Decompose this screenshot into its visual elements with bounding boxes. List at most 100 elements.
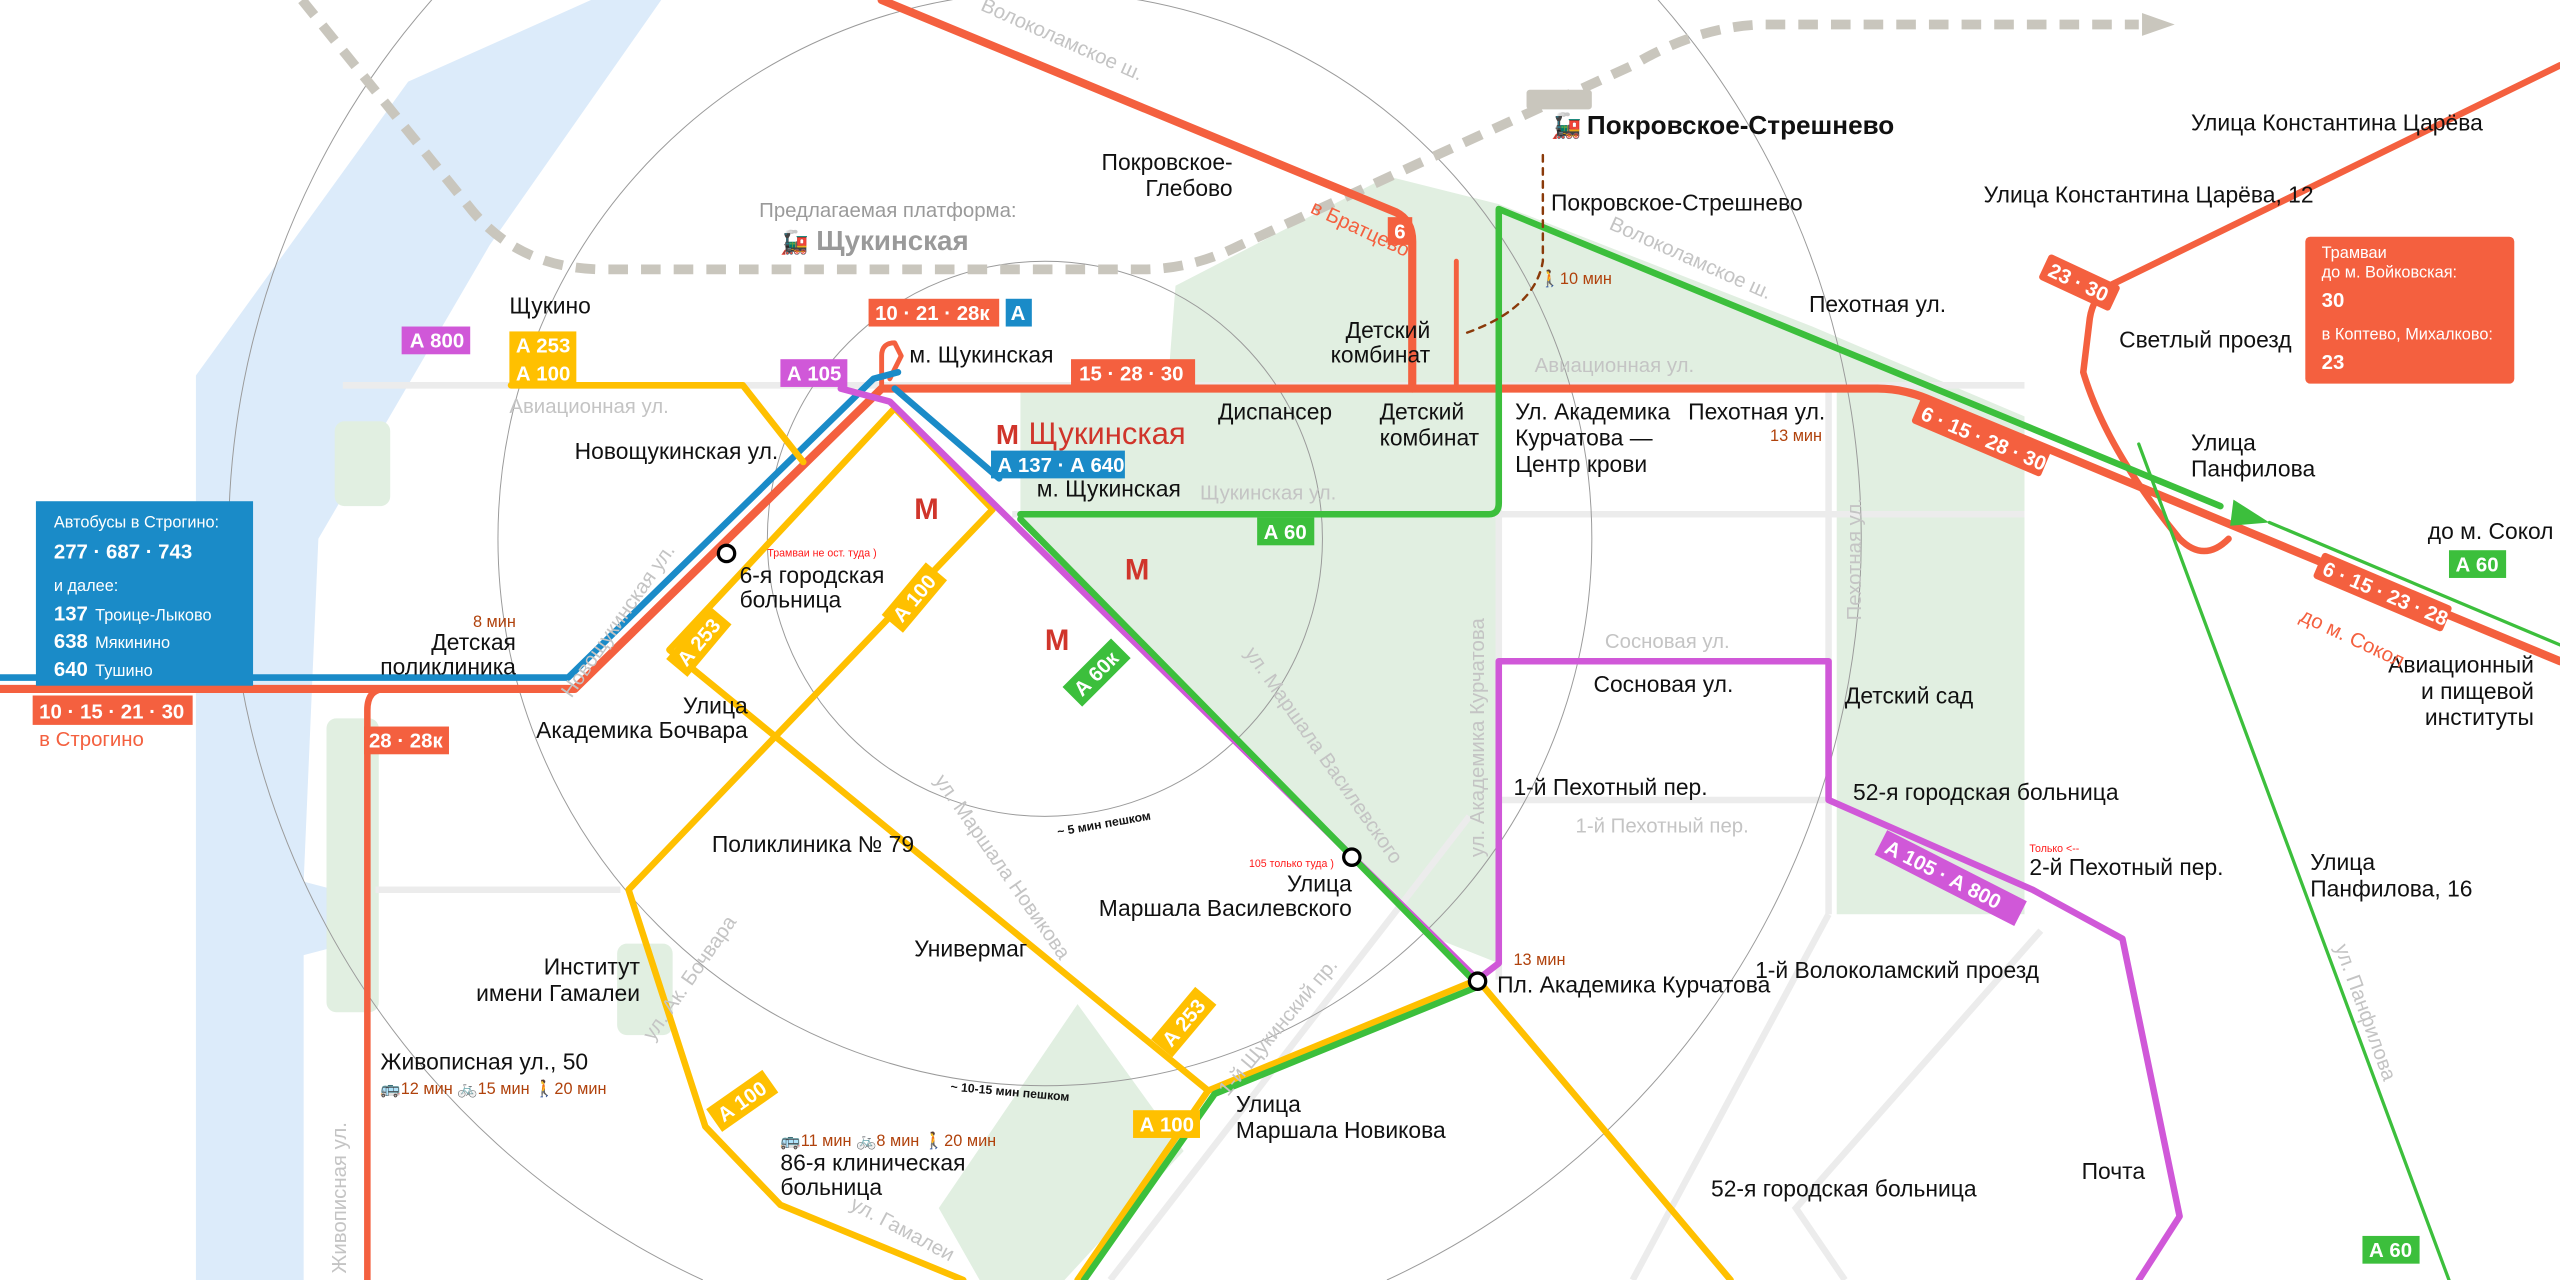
svg-text:А 100: А 100 [516, 363, 570, 385]
route-badge: А 100 [706, 1069, 779, 1132]
route-badge: А 100 [881, 562, 948, 633]
stop-label: Панфилова [2191, 456, 2315, 482]
travel-times: 🚌11 мин 🚲8 мин 🚶20 мин [780, 1131, 996, 1150]
stop-label: Улица [683, 692, 748, 718]
stop-label: комбинат [1380, 425, 1480, 451]
direction-label: в Строгино [39, 729, 144, 751]
transfer-stop-icon [716, 543, 737, 564]
stop-note: Только <-- [2029, 843, 2079, 855]
stop-label: поликлиника [380, 653, 516, 679]
transfer-stop-icon [1342, 847, 1362, 867]
stop-label: Улица [1236, 1091, 1301, 1117]
stop-label: Диспансер [1218, 399, 1332, 425]
svg-text:А 137 · А 640: А 137 · А 640 [998, 455, 1125, 477]
stop-label: Почта [2082, 1158, 2146, 1184]
stop-label: и пищевой [2421, 678, 2534, 704]
proposed-platform-label: Предлагаемая платформа: [759, 200, 1016, 222]
svg-text:M: M [1045, 624, 1069, 657]
walking-time: 🚶10 мин [1540, 269, 1612, 288]
stop-label: Маршала Василевского [1099, 895, 1352, 921]
svg-text:28 · 28к: 28 · 28к [369, 731, 443, 753]
stop-label: Новощукинская ул. [575, 438, 779, 464]
street-label: 1-й Пехотный пер. [1576, 816, 1749, 838]
street-label: ул. Академика Курчатова [1467, 618, 1489, 858]
route-badge: А 253 [1151, 986, 1217, 1058]
route-badge: А 60к [1062, 638, 1131, 707]
street-label: Сосновая ул. [1605, 631, 1730, 653]
svg-text:10 · 21 · 28к: 10 · 21 · 28к [875, 303, 990, 325]
svg-text:А 60: А 60 [1264, 522, 1307, 544]
stop-label: Живописная ул., 50 [380, 1048, 588, 1074]
route-badge: А 100 [1133, 1110, 1200, 1138]
street-label: ул. Панфилова [2330, 941, 2400, 1084]
railway-arrow-icon [2142, 13, 2175, 36]
park-strip [326, 718, 379, 1013]
svg-text:А: А [1011, 303, 1026, 325]
walking-radius-arcs [228, 0, 1862, 1280]
svg-text:137 Троице-Лыково: 137 Троице-Лыково [54, 596, 212, 626]
route-badge: А 253 А 100 [509, 331, 577, 387]
stop-label: 86-я клиническая [780, 1150, 965, 1176]
svg-text:А 105: А 105 [787, 363, 841, 385]
travel-time: 8 мин [473, 613, 516, 631]
stop-label: Глебово [1145, 175, 1232, 201]
stop-label: 52-я городская больница [1711, 1176, 1977, 1202]
stop-label: Улица [2310, 849, 2375, 875]
svg-text:А 800: А 800 [410, 331, 464, 353]
railway-line [298, 0, 2139, 275]
travel-times: 🚌12 мин 🚲15 мин 🚶20 мин [380, 1079, 606, 1098]
park-main [1020, 176, 2025, 964]
street-label: Щукинская ул. [1200, 483, 1336, 505]
stop-note: 105 только туда ) [1249, 858, 1334, 870]
stop-label: Пехотная ул. [1688, 399, 1825, 425]
railway-platform [1526, 89, 1592, 110]
route-badge: А 60 [2448, 550, 2507, 578]
route-badge: 6 [1387, 217, 1413, 245]
stop-label: Авиационный [2388, 652, 2534, 678]
svg-text:23: 23 [2322, 352, 2345, 374]
route-badge: А 60 [1257, 517, 1315, 546]
svg-text:А 253: А 253 [516, 336, 570, 358]
stop-label: Улица [2191, 430, 2256, 456]
travel-time: 13 мин [1513, 951, 1565, 969]
stop-label: больница [740, 586, 842, 612]
proposed-platform-name: Щукинская [816, 225, 968, 256]
metro-station-label: Щукинская [1029, 416, 1186, 451]
stop-label: Детская [431, 629, 516, 655]
stop-label: Детский [1380, 399, 1465, 425]
svg-text:M: M [914, 493, 938, 526]
stop-label: Сосновая ул. [1593, 671, 1733, 697]
stop-label: Светлый проезд [2119, 327, 2291, 353]
stop-label: имени Гамалеи [476, 980, 640, 1006]
stop-label: Курчатова — [1515, 425, 1653, 451]
stop-label: 6-я городская [740, 562, 885, 588]
svg-text:10 · 15 · 21 · 30: 10 · 15 · 21 · 30 [39, 701, 184, 723]
stop-label: Щукино [509, 292, 590, 318]
metro-icon: M [996, 419, 1019, 450]
river [195, 0, 662, 1280]
route-badge: 23 · 30 [2039, 254, 2120, 311]
stop-label: Детский [1346, 317, 1431, 343]
svg-text:277 · 687 · 743: 277 · 687 · 743 [54, 541, 192, 563]
park-small [334, 421, 391, 507]
street-label: Новощукинская ул. [558, 540, 680, 701]
route-badge: 15 · 28 · 30 [1071, 359, 1196, 387]
street-label: 1-й Щукинский пр. [1215, 954, 1343, 1100]
transfer-stop-icon [1467, 971, 1488, 992]
route-badge: А 60 [2362, 1235, 2420, 1264]
stop-label: м. Щукинская [1037, 475, 1181, 501]
rail-station-label: Покровское-Стрешнево [1587, 110, 1894, 140]
direction-label: до м. Сокол [2428, 518, 2554, 544]
street-label: Авиационная ул. [509, 396, 668, 418]
stop-label: комбинат [1331, 341, 1431, 367]
svg-text:и далее:: и далее: [54, 577, 118, 595]
svg-text:Трамваи: Трамваи [2322, 244, 2387, 262]
stop-label: Академика Бочвара [536, 717, 748, 743]
stop-label: Детский сад [1845, 683, 1973, 709]
stop-label: Улица Константина Царёва [2191, 110, 2483, 136]
svg-text:А 100: А 100 [1140, 1114, 1194, 1136]
svg-text:в Коптево, Михалково:: в Коптево, Михалково: [2322, 326, 2493, 344]
route-badge: А 800 [401, 326, 471, 355]
stop-label: Покровское- [1102, 149, 1233, 175]
